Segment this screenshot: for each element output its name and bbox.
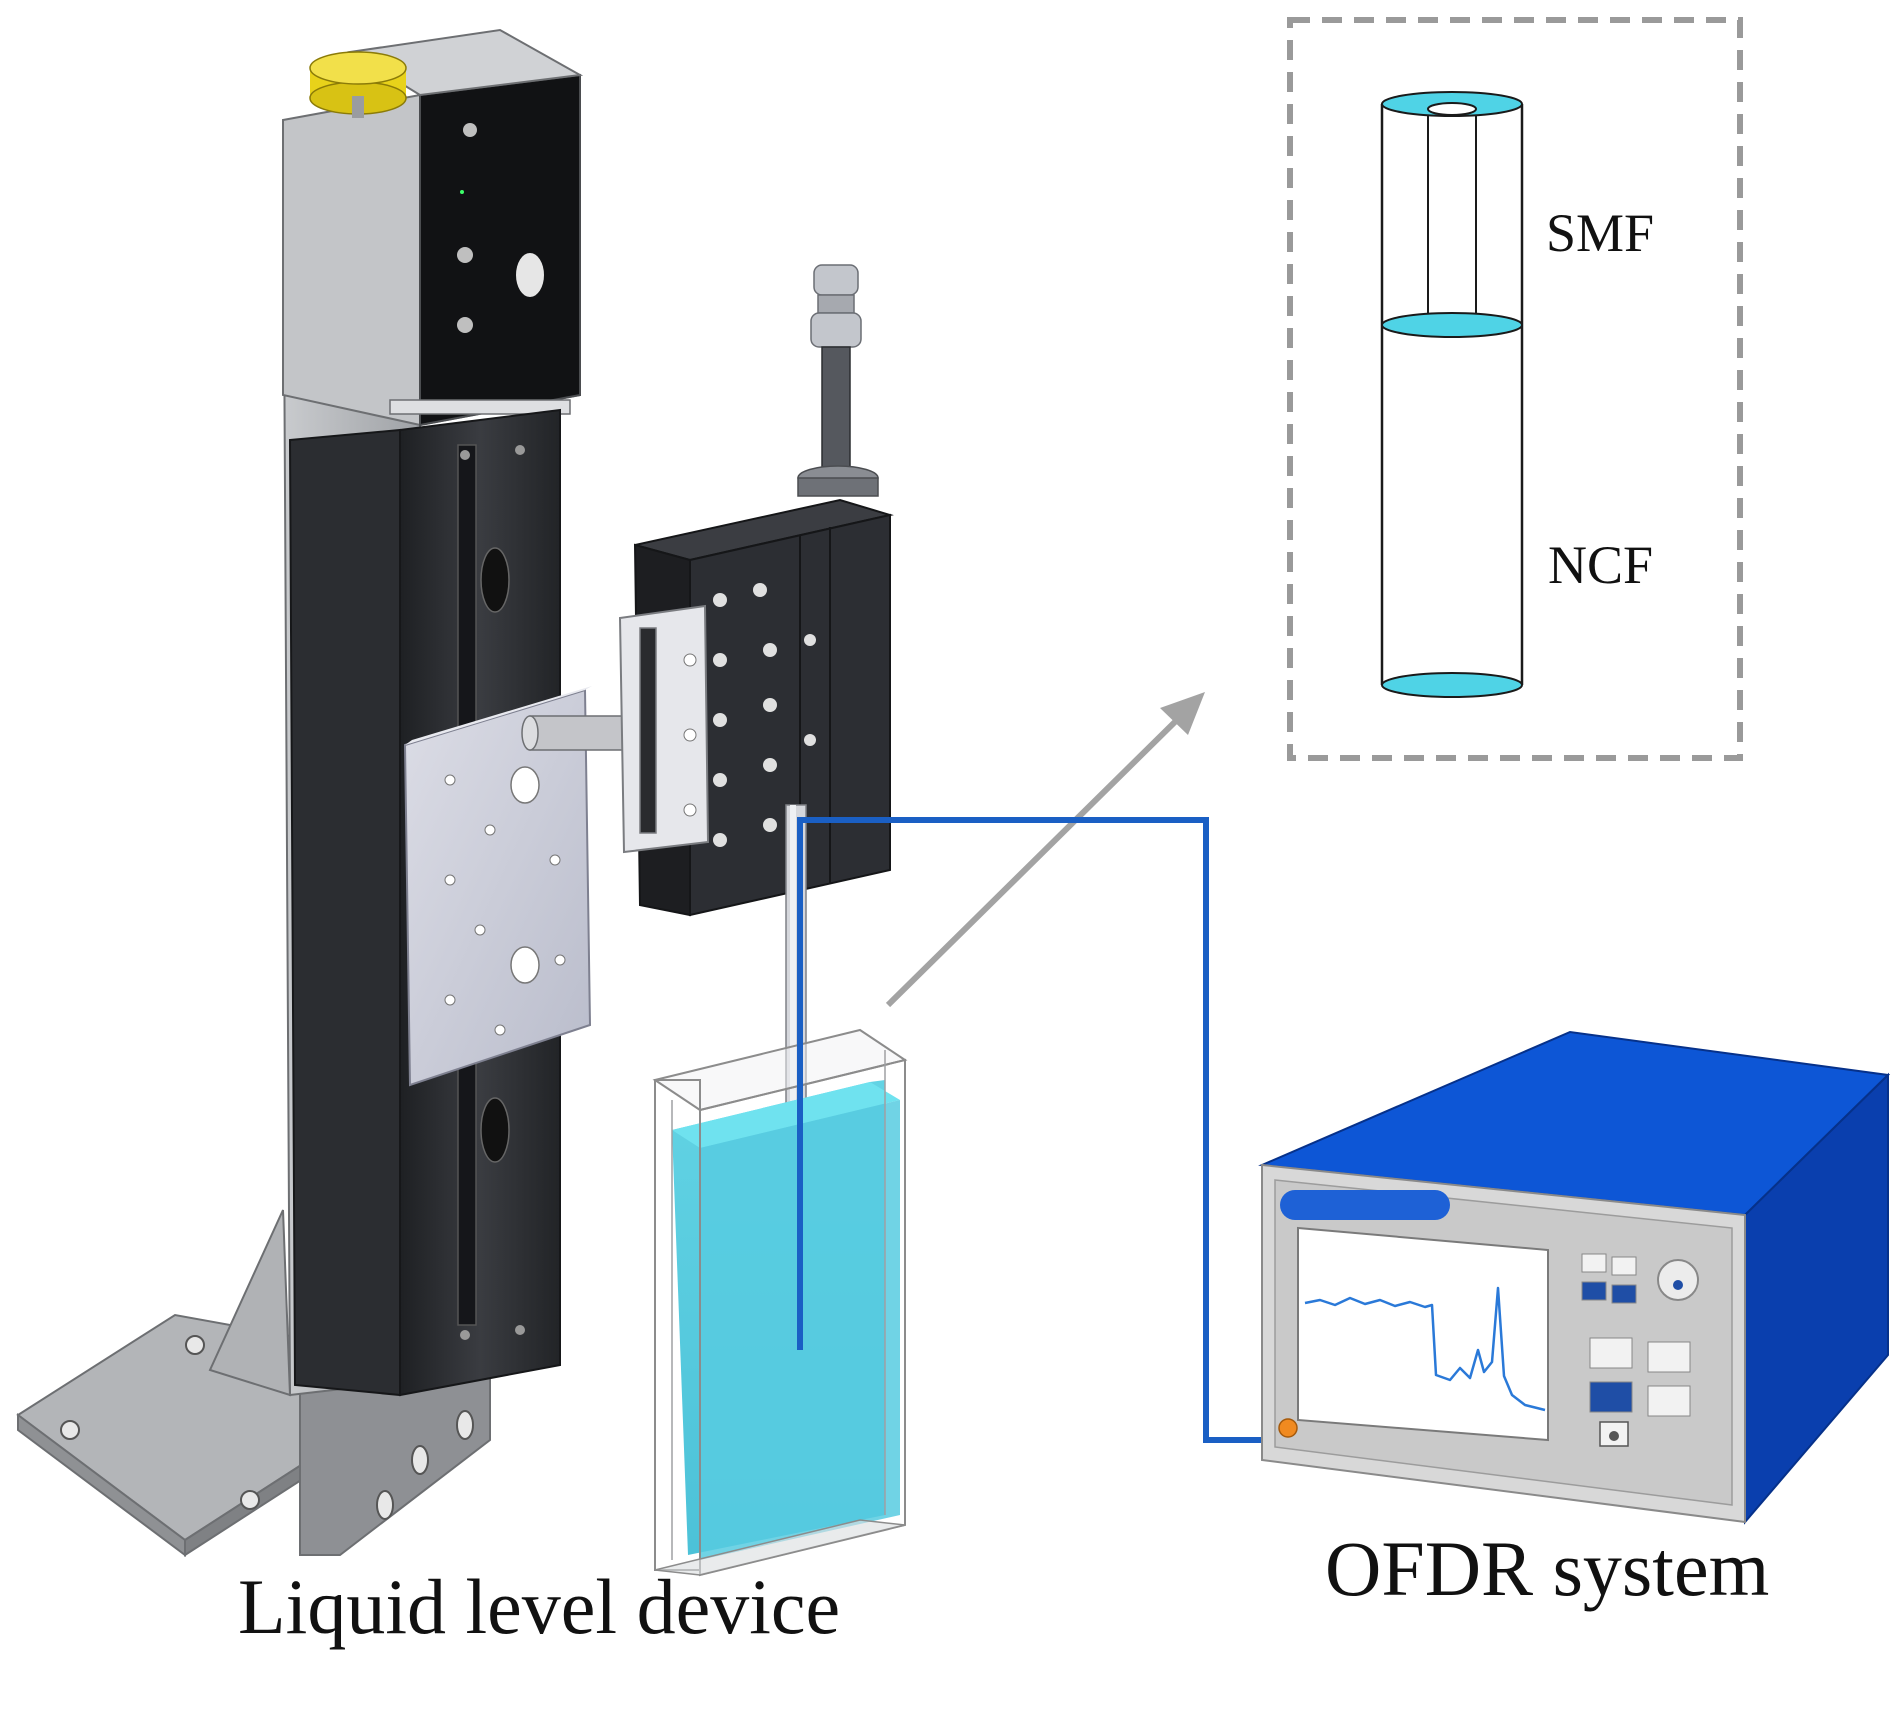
zoom-arrow — [885, 692, 1205, 1008]
smf-label: SMF — [1546, 203, 1655, 263]
micrometer-head — [797, 264, 879, 497]
liquid-level-device — [16, 28, 894, 1557]
ofdr-instrument — [1258, 1030, 1891, 1525]
ofdr-trace — [1304, 1286, 1546, 1412]
liquid-container — [652, 1028, 908, 1577]
fiber-structure-inset — [1287, 17, 1743, 761]
liquid-level-device-caption: Liquid level device — [238, 1563, 841, 1650]
ofdr-system-caption: OFDR system — [1325, 1525, 1770, 1612]
fiber-end-face — [1381, 672, 1523, 698]
translation-stage — [618, 498, 894, 917]
motor-head — [282, 28, 584, 427]
yellow-knob — [309, 51, 407, 118]
carriage-plate — [403, 686, 592, 1087]
splice-interface — [1381, 312, 1523, 338]
ncf-label: NCF — [1548, 535, 1654, 595]
